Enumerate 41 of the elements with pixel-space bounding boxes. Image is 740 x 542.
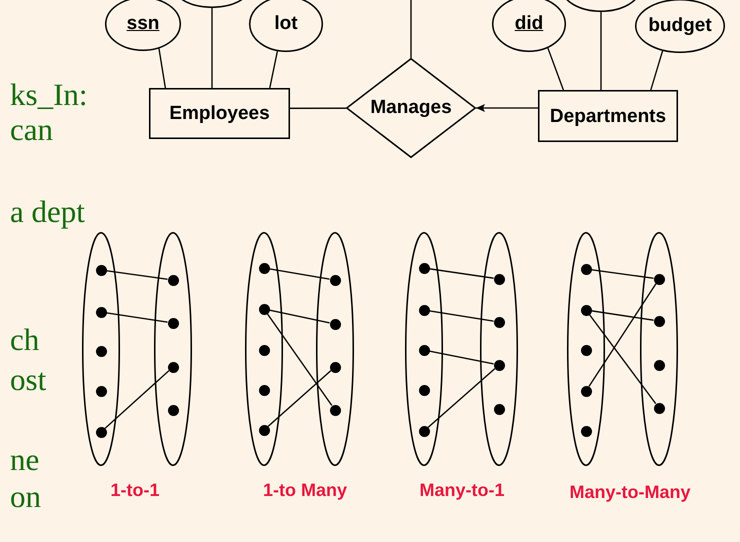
connector-line [547,48,564,90]
connector-line [266,313,332,406]
cardinality-label: Many-to-1 [420,480,504,501]
connector-line [268,370,332,427]
connector-line [410,0,412,58]
entity-name: Departments [550,106,666,128]
connector-line [211,8,213,88]
connector-line [269,310,330,324]
connector-line [269,51,278,88]
connector-line [106,270,168,280]
slide-text: can [10,113,54,147]
connector-line [104,370,170,429]
slide-text: ks_In: [10,78,88,112]
connector-line [650,50,664,90]
attribute-name: ssn [126,13,160,35]
connector-line [600,12,602,90]
connector-line [428,368,496,428]
attribute-name: budget [648,15,712,37]
connector-line [429,310,494,322]
slide-text: ne [10,443,40,477]
attribute-name: did [514,13,544,35]
cardinality-label: Many-to-Many [570,482,690,503]
connector-line [588,314,656,404]
entity-name: Employees [169,102,270,124]
connector-line [269,268,330,280]
cardinality-label: 1-to Many [263,480,347,501]
cardinality-label: 1-to-1 [110,480,160,501]
slide-text: on [10,480,41,514]
slide-text: a dept [10,195,85,229]
connector-line [591,310,654,321]
slide-text: ch [10,323,40,357]
arrow [476,104,538,112]
connector-line [429,268,494,279]
attribute-name: lot [274,13,298,35]
connector-line [429,350,494,365]
slide-text: ost [10,363,46,397]
connector-line [158,48,166,88]
connector-line [588,283,657,387]
connector-line [290,108,346,109]
connector-line [591,269,654,279]
relationship-name: Manages [370,97,452,119]
